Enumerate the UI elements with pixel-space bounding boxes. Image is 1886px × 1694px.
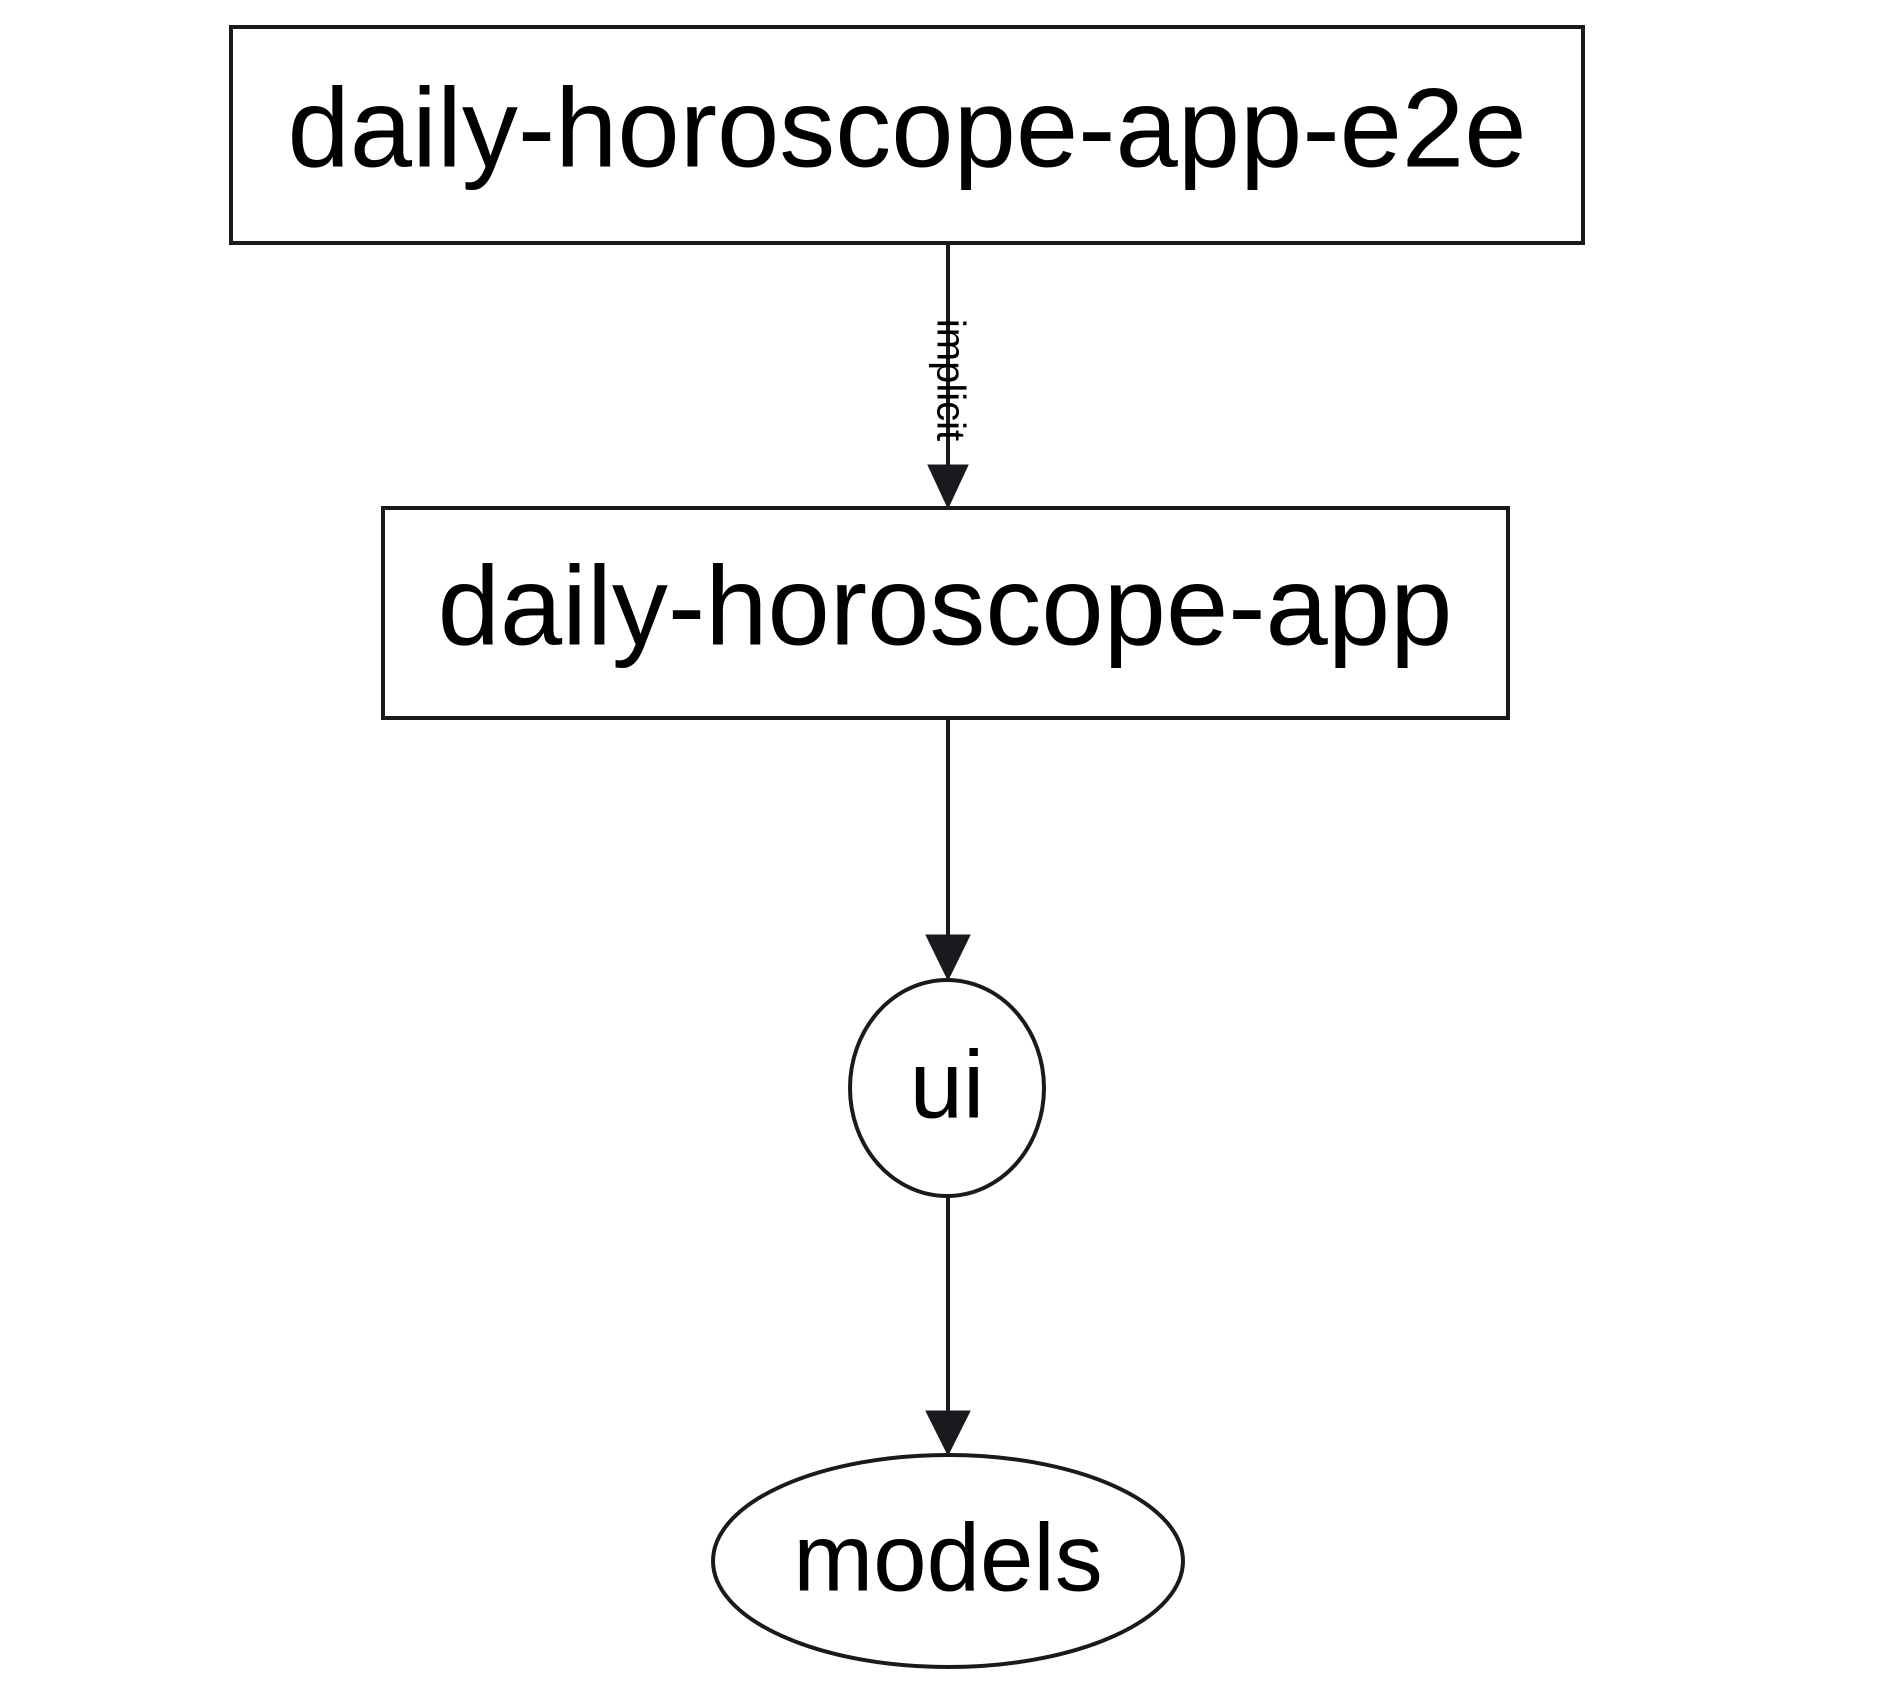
- node-label: daily-horoscope-app-e2e: [288, 66, 1527, 191]
- arrowhead-icon: [925, 1410, 971, 1457]
- node-models[interactable]: models: [711, 1453, 1185, 1669]
- edge-e2e-to-app[interactable]: implicit: [927, 243, 972, 510]
- node-daily-horoscope-app[interactable]: daily-horoscope-app: [381, 506, 1510, 720]
- node-label: daily-horoscope-app: [438, 544, 1453, 669]
- edge-ui-to-models[interactable]: [925, 1196, 971, 1457]
- node-ellipse-shape: [711, 1453, 1185, 1669]
- node-box-shape: [229, 25, 1585, 245]
- node-label: models: [793, 1504, 1102, 1611]
- node-label: ui: [910, 1031, 985, 1138]
- node-ellipse-shape: [848, 978, 1046, 1198]
- node-box-shape: [381, 506, 1510, 720]
- arrowhead-icon: [927, 464, 969, 510]
- arrowhead-icon: [925, 934, 971, 982]
- edge-label-implicit: implicit: [928, 319, 972, 441]
- edge-app-to-ui[interactable]: [925, 718, 971, 982]
- node-ui[interactable]: ui: [848, 978, 1046, 1198]
- node-daily-horoscope-app-e2e[interactable]: daily-horoscope-app-e2e: [229, 25, 1585, 245]
